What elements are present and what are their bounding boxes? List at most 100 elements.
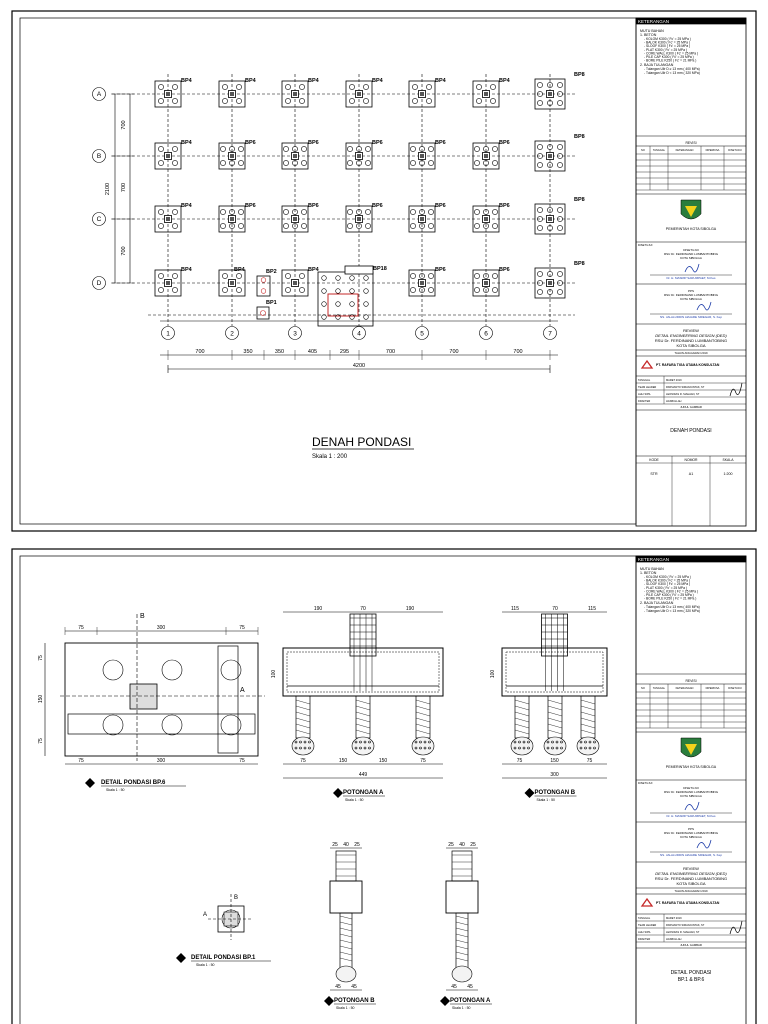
aggregate-dot [527,740,530,744]
pile-spiral [339,933,353,938]
column-core [484,154,488,158]
pile-circle [222,287,228,293]
city-logo-icon [685,206,697,217]
approved-label: DISETUJUI [638,243,653,247]
dimension-value: 300 [157,758,166,764]
pile-circle [158,146,164,152]
rebar-item: - Tulangan Ulir D < 13 mm ( 320 MPa) [644,71,700,75]
section-marker: B [140,613,145,620]
north-arrow-icon [85,778,95,788]
city-logo-icon [685,744,697,755]
pile-circle [236,287,242,293]
staff-name: MARET 2019 [666,378,682,382]
pile-circle [483,287,489,293]
pile-circle [537,91,543,97]
footing-label: BP6 [245,203,256,209]
pile-circle [172,146,178,152]
footing-label: BP4 [499,78,511,84]
staff-role: DRAFTER [638,399,650,403]
pile-circle [349,84,355,90]
consultant-logo-icon [640,897,654,907]
pile-circle [476,84,482,90]
footing-label: BP6 [308,140,319,146]
drawing-title: DETAIL PONDASI [671,970,712,976]
pile-cap-section [501,647,608,697]
pile-circle [347,223,353,229]
pile-spiral [580,705,596,711]
row-dimension: 700 [121,183,127,192]
pile-circle [490,84,496,90]
footing-label: BP4 [181,203,193,209]
ded-label: DETAIL ENGINEERING DESIGN (DED) [655,871,727,876]
pile-circle [426,84,432,90]
pile-circle [557,271,563,277]
pile-section [295,695,311,739]
footing-label: BP4 [181,267,193,273]
dimension-value: 75 [420,758,426,764]
pile-circle [365,146,371,152]
staff-role: TEAM LEADER [638,923,656,927]
consultant-logo-icon [640,359,654,369]
concrete-heading: 1. BETON [640,33,657,37]
owner-label: PEMERINTAH KOTA SIBOLGA [666,227,717,231]
staff-role: TANGGAL [638,378,651,382]
pile-spiral [455,921,469,926]
grid-bubble-col [288,326,302,340]
dimension-value: 150 [379,758,388,764]
pile-circle [172,273,178,279]
aggregate-dot [546,746,550,750]
column-core [548,281,552,285]
aggregate-dot [588,740,592,744]
pile-circle [428,287,434,293]
material-item: - KOLOM K300 ( Fc' = 25 MPa ) [644,575,691,579]
pile-circle [301,209,307,215]
pile-circle [557,216,563,222]
pile-cap [218,80,246,108]
pile-spiral [339,945,353,950]
pile-circle [547,82,553,88]
signature-icon [696,301,712,311]
pile-spiral [455,957,469,962]
pile-circle [363,275,369,281]
aggregate-dot [428,746,431,750]
column-core [357,154,361,158]
grid-bubble-row [92,276,106,290]
material-item: - PLAT K300 ( Fc' = 25 MPa ) [644,586,687,590]
footing-label: BP4 [181,78,193,84]
dimension-value: 40 [343,842,349,848]
grid-row-label: B [97,153,101,160]
pile-circle [428,273,434,279]
drawing-title-heading: JUDUL GAMBAR [680,405,702,409]
pile-circle [492,160,498,166]
staff-role: AHLI SIPIL [638,392,651,396]
material-heading: MUTU BAHAN [640,29,664,33]
revision-label: REVISI [685,679,696,683]
footing-label: BP6 [499,267,510,273]
row-total-dimension: 2100 [105,183,111,195]
aggregate-dot [368,740,371,744]
pile-circle [356,160,362,166]
pile-circle [285,287,291,293]
rebar-item: - Tulangan Ulir D ≥ 13 mm ( 400 MPa) [644,605,700,609]
city-label: KOTA SIBOLGA [680,794,702,798]
aggregate-dot [513,746,517,750]
grid-bubble-col [161,326,175,340]
pile-section [580,695,596,739]
pile-circle [537,289,543,295]
pile-circle [474,223,480,229]
aggregate-dot [303,740,307,744]
pile-circle [410,146,416,152]
budget-year-label: TAHUN ANGGARAN 2019 [674,889,707,893]
owner-label: PEMERINTAH KOTA SIBOLGA [666,765,717,769]
dimension-value: 75 [239,758,245,764]
aggregate-dot [414,740,418,744]
pile-cap [281,205,309,233]
staff-role: DRAFTER [638,937,650,941]
pile-circle [474,160,480,166]
pile-circle [492,273,498,279]
aggregate-dot [308,740,311,744]
pile-circle [537,100,543,106]
pile-spiral [355,717,371,723]
grid-bubble-col [415,326,429,340]
